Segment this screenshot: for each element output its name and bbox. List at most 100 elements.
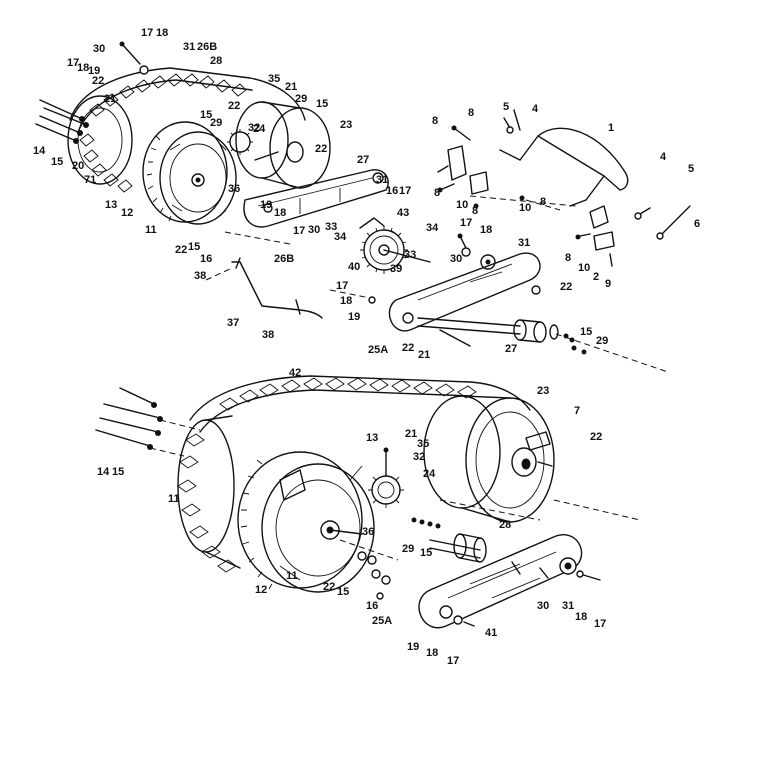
part-callout-7: 7 (574, 405, 580, 417)
part-callout-8: 8 (565, 252, 571, 264)
part-callout-18: 18 (426, 647, 438, 659)
part-callout-35: 35 (417, 438, 429, 450)
part-callout-30: 30 (308, 224, 320, 236)
part-callout-26B: 26B (274, 253, 294, 265)
part-callout-10: 10 (456, 199, 468, 211)
part-callout-12: 12 (121, 207, 133, 219)
part-callout-17: 17 (460, 217, 472, 229)
part-callout-32: 32 (248, 122, 260, 134)
part-callout-13: 13 (366, 432, 378, 444)
part-callout-19: 19 (348, 311, 360, 323)
part-callout-21: 21 (418, 349, 430, 361)
part-callout-34: 34 (334, 231, 347, 243)
upper-rear-drum (235, 101, 331, 189)
part-callout-16: 16 (366, 600, 378, 612)
part-callout-10: 10 (519, 202, 531, 214)
spring-rod (205, 231, 323, 319)
part-callout-36: 36 (228, 183, 240, 195)
part-callout-16: 16 (386, 185, 398, 197)
part-callout-22: 22 (228, 100, 240, 112)
part-callout-38: 38 (262, 329, 274, 341)
handle-bar (499, 127, 629, 207)
lower-bolts (95, 387, 201, 457)
lower-rear-drum (423, 395, 555, 523)
part-callout-9: 9 (605, 278, 611, 290)
part-callout-27: 27 (357, 154, 369, 166)
part-callout-29: 29 (596, 335, 608, 347)
upper-gear (359, 217, 431, 274)
part-callout-14: 14 (97, 466, 110, 478)
part-callout-15: 15 (580, 326, 592, 338)
part-callout-4: 4 (660, 151, 667, 163)
lower-track-lugs (177, 377, 477, 573)
lower-sprocket-wheel (237, 451, 375, 593)
part-callout-34: 34 (426, 222, 439, 234)
part-callout-71: 71 (84, 174, 96, 186)
part-callout-25A: 25A (372, 615, 392, 627)
upper-sprocket-wheel (142, 121, 237, 225)
part-callout-18: 18 (156, 27, 168, 39)
part-callout-14: 14 (33, 145, 46, 157)
part-callout-24: 24 (253, 123, 266, 135)
part-callout-12: 12 (255, 584, 267, 596)
part-callout-22: 22 (402, 342, 414, 354)
part-callout-5: 5 (503, 101, 509, 113)
part-callout-22: 22 (175, 244, 187, 256)
part-callout-18: 18 (274, 207, 286, 219)
part-callout-2: 2 (593, 271, 599, 283)
part-callout-19: 19 (260, 199, 272, 211)
part-callout-38: 38 (194, 270, 206, 282)
upper-chain-case (243, 169, 389, 228)
part-callout-23: 23 (340, 119, 352, 131)
part-callout-15: 15 (188, 241, 200, 253)
part-callout-39: 39 (390, 263, 402, 275)
part-callout-18: 18 (340, 295, 352, 307)
part-callout-27: 27 (505, 343, 517, 355)
part-callout-42: 42 (289, 367, 301, 379)
part-callout-8: 8 (434, 187, 440, 199)
part-callout-22: 22 (315, 143, 327, 155)
part-callout-41: 41 (485, 627, 497, 639)
part-callout-17: 17 (293, 225, 305, 237)
part-callout-19: 19 (407, 641, 419, 653)
part-callout-8: 8 (472, 205, 478, 217)
part-callout-40: 40 (348, 261, 360, 273)
part-callout-26B: 26B (197, 41, 217, 53)
middle-assembly (329, 109, 691, 373)
part-callout-31: 31 (376, 174, 388, 186)
part-callout-31: 31 (562, 600, 574, 612)
part-callout-15: 15 (112, 466, 124, 478)
part-callout-17: 17 (67, 57, 79, 69)
part-callout-15: 15 (420, 547, 432, 559)
part-callout-5: 5 (688, 163, 694, 175)
part-callout-25A: 25A (368, 344, 388, 356)
part-callout-33: 33 (404, 249, 416, 261)
part-callout-15: 15 (51, 156, 63, 168)
part-callout-16: 16 (200, 253, 212, 265)
part-callout-43: 43 (397, 207, 409, 219)
upper-bolts (35, 41, 149, 144)
part-callout-11: 11 (145, 224, 157, 236)
part-callout-31: 31 (518, 237, 530, 249)
part-callout-28: 28 (210, 55, 222, 67)
lower-small-sprocket (368, 447, 404, 508)
part-callout-32: 32 (413, 451, 425, 463)
part-callout-30: 30 (450, 253, 462, 265)
part-callout-13: 13 (105, 199, 117, 211)
part-callout-8: 8 (468, 107, 474, 119)
part-callout-11: 11 (286, 570, 298, 582)
part-callout-18: 18 (77, 62, 89, 74)
part-callout-31: 31 (183, 41, 195, 53)
upper-track-assembly (35, 41, 431, 319)
part-callout-17: 17 (447, 655, 459, 667)
part-callout-24: 24 (423, 468, 436, 480)
part-callout-17: 17 (141, 27, 153, 39)
part-callout-18: 18 (480, 224, 492, 236)
part-callout-15: 15 (316, 98, 328, 110)
middle-chain-case (388, 252, 541, 332)
part-callout-29: 29 (295, 93, 307, 105)
